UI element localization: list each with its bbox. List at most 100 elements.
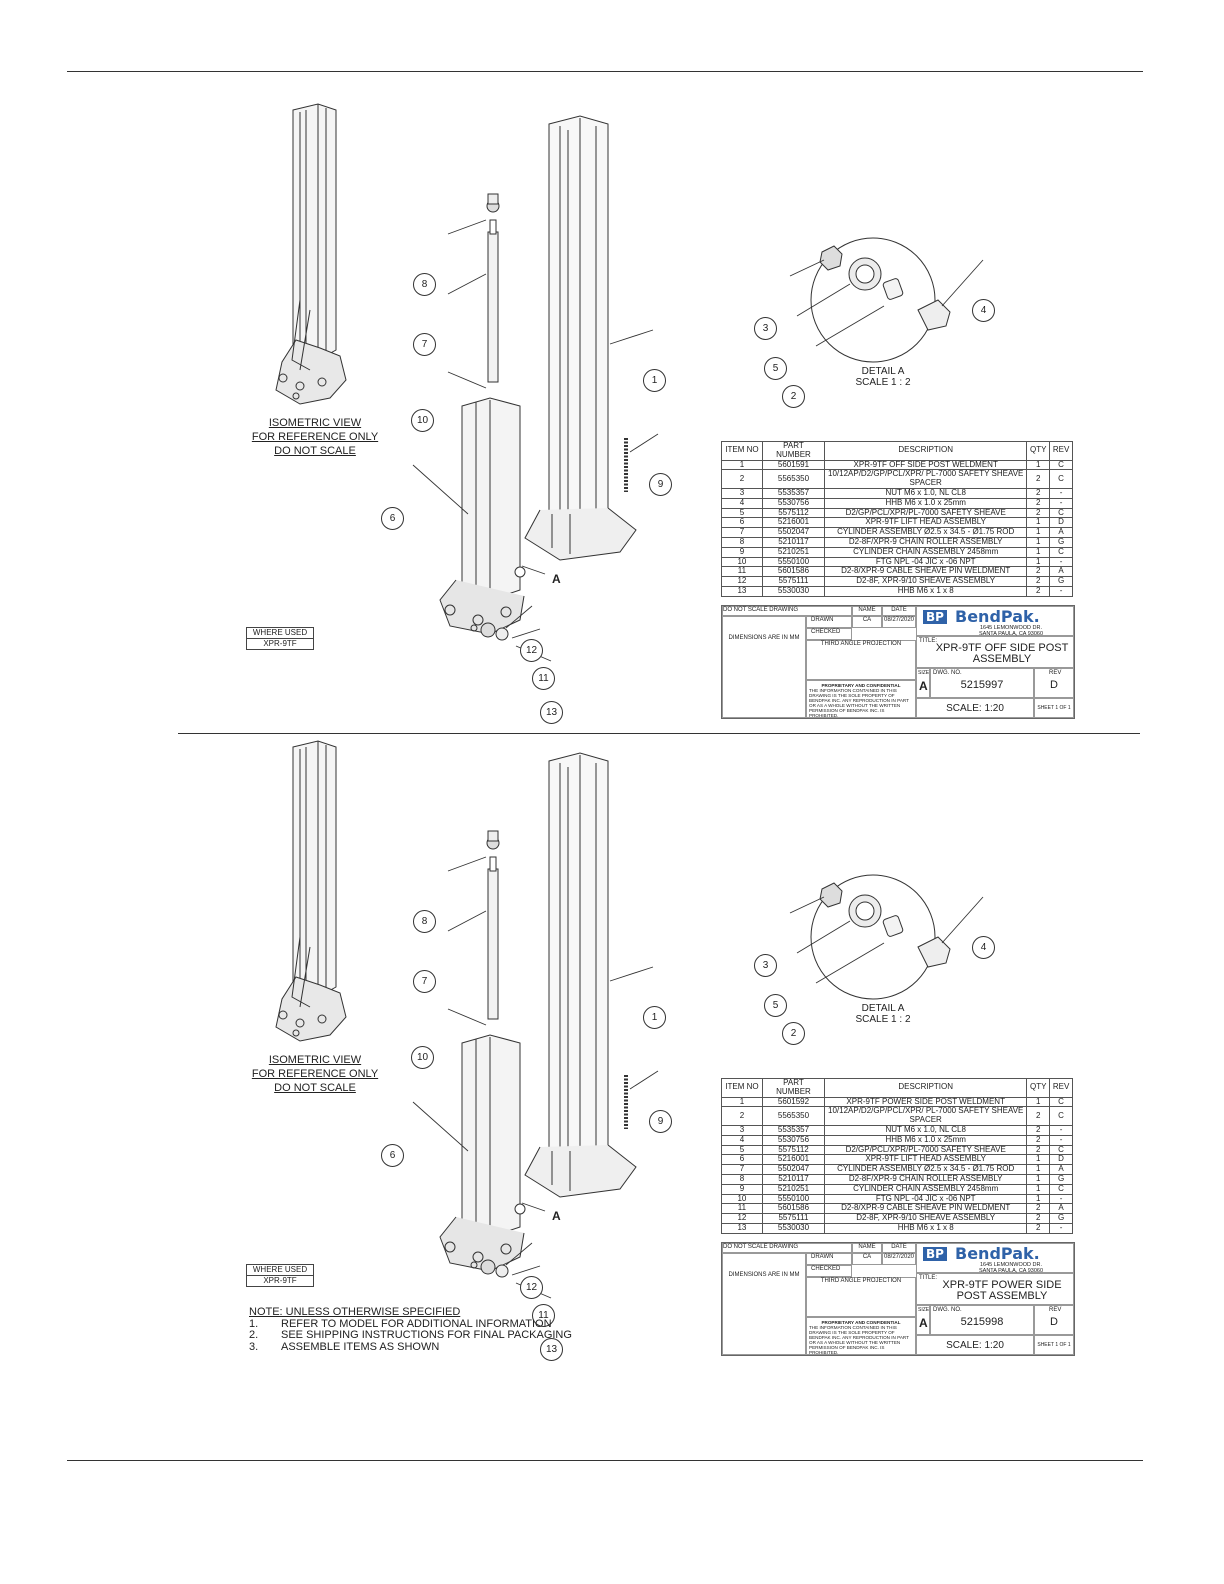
dwg-number: 5215998	[960, 1316, 1004, 1328]
detail-a-label: DETAIL A SCALE 1 : 2	[838, 1003, 928, 1025]
date-header: DATE	[882, 606, 916, 616]
bom-header-description: DESCRIPTION	[824, 1078, 1028, 1098]
callout-4: 4	[972, 299, 995, 322]
proprietary-text: THE INFORMATION CONTAINED IN THIS DRAWIN…	[809, 1325, 909, 1355]
bom-cell: CYLINDER CHAIN ASSEMBLY 2458mm	[824, 546, 1028, 558]
checked-cell: CHECKED	[806, 1265, 852, 1277]
dwg-label: DWG. NO.	[933, 670, 962, 676]
do-not-scale-cell: DO NOT SCALE DRAWING	[722, 606, 852, 616]
note-number: 3.	[249, 1340, 259, 1353]
bom-cell: 5530756	[761, 497, 826, 509]
title-label: TITLE:	[919, 638, 938, 644]
bom-cell: 5601591	[761, 459, 826, 471]
bom-cell: 8	[721, 536, 763, 548]
bom-cell: 5530030	[761, 585, 826, 597]
proprietary-heading: PROPRIETARY AND CONFIDENTIAL	[821, 683, 901, 688]
checked-label: CHECKED	[811, 629, 841, 635]
callout-4: 4	[972, 936, 995, 959]
bom-header-part-number: PART NUMBER	[761, 1078, 826, 1098]
bom-cell: 1	[1026, 459, 1051, 471]
bom-cell: 5601592	[761, 1096, 826, 1108]
bom-cell: 5210117	[761, 1173, 826, 1185]
bom-cell: G	[1049, 536, 1073, 548]
callout-13: 13	[540, 701, 563, 724]
name-header-text: NAME	[858, 607, 876, 613]
note-item: 3.ASSEMBLE ITEMS AS SHOWN	[249, 1340, 572, 1354]
drawn-name-cell: CA	[852, 616, 882, 628]
bom-cell: C	[1049, 1106, 1073, 1126]
bom-cell: -	[1049, 585, 1073, 597]
bom-cell: 9	[721, 546, 763, 558]
bom-cell: 2	[1026, 1124, 1051, 1136]
callout-2: 2	[782, 1022, 805, 1045]
note-text: REFER TO MODEL FOR ADDITIONAL INFORMATIO…	[281, 1317, 552, 1330]
bom-cell: CYLINDER CHAIN ASSEMBLY 2458mm	[824, 1183, 1028, 1195]
sheet-value: SHEET 1 OF 1	[1037, 705, 1071, 711]
date-header-text: DATE	[891, 607, 907, 613]
drawn-label: DRAWN	[811, 617, 834, 623]
size-cell: SIZE A	[916, 1305, 930, 1335]
bom-cell: NUT M6 x 1.0, NL CL8	[824, 487, 1028, 499]
name-header: NAME	[852, 606, 882, 616]
size-label: SIZE	[918, 1307, 930, 1313]
bom-header-item-no: ITEM NO	[721, 441, 763, 461]
name-header: NAME	[852, 1243, 882, 1253]
iso-line-2: FOR REFERENCE ONLY	[251, 431, 379, 443]
checked-label: CHECKED	[811, 1266, 841, 1272]
rev-label: REV	[1049, 1307, 1062, 1313]
post-weldment-drawing	[524, 752, 637, 1198]
bom-cell: 1	[1026, 1096, 1051, 1108]
dwg-number: 5215997	[960, 679, 1004, 691]
bom-cell: 1	[1026, 536, 1051, 548]
note-text: SEE SHIPPING INSTRUCTIONS FOR FINAL PACK…	[281, 1329, 572, 1341]
bom-cell: 5210251	[761, 546, 826, 558]
bom-cell: 5530030	[761, 1222, 826, 1234]
bom-cell: XPR-9TF POWER SIDE POST WELDMENT	[824, 1096, 1028, 1108]
title-block: DO NOT SCALE DRAWING NAME DATE DRAWN CA …	[721, 605, 1075, 719]
callout-10: 10	[411, 409, 434, 432]
callout-11: 11	[532, 667, 555, 690]
drawing-sheet-1: ISOMETRIC VIEW FOR REFERENCE ONLY DO NOT…	[0, 60, 1224, 724]
bom-cell: HHB M6 x 1 x 8	[824, 1222, 1028, 1234]
bom-cell: 4	[721, 497, 763, 509]
assembly-illustration	[275, 740, 984, 1332]
callout-13: 13	[540, 1338, 563, 1361]
checked-cell: CHECKED	[806, 628, 852, 640]
rev-label: REV	[1049, 670, 1062, 676]
size-label: SIZE	[918, 670, 930, 676]
drawn-date: 08/27/2020	[883, 1254, 915, 1260]
bom-cell: 2	[1026, 1106, 1051, 1126]
rev-cell: REV D	[1034, 668, 1074, 698]
bom-cell: -	[1049, 1124, 1073, 1136]
bendpak-logo-text: BendPak.	[955, 607, 1040, 626]
detail-a-drawing	[810, 237, 951, 363]
proprietary-cell: PROPRIETARY AND CONFIDENTIAL THE INFORMA…	[806, 680, 916, 718]
bom-cell: 1	[1026, 1173, 1051, 1185]
dims-cell: DIMENSIONS ARE IN MM	[722, 1253, 806, 1355]
name-header-text: NAME	[858, 1244, 876, 1250]
drawn-date-cell: 08/27/2020	[882, 616, 916, 628]
address: 1645 LEMONWOOD DR. SANTA PAULA, CA 93060	[979, 625, 1043, 637]
bom-cell: 9	[721, 1183, 763, 1195]
detail-a-marker: A	[552, 1209, 561, 1223]
detail-scale: SCALE 1 : 2	[855, 1014, 911, 1025]
bom-header-qty: QTY	[1026, 441, 1051, 461]
top-rule	[67, 71, 1143, 72]
bendpak-logo-mark: BP	[923, 1247, 947, 1261]
projection-label: THIRD ANGLE PROJECTION	[820, 641, 902, 647]
scale-value: SCALE: 1:20	[946, 703, 1004, 714]
iso-line-3: DO NOT SCALE	[274, 445, 356, 457]
notes: NOTE: UNLESS OTHERWISE SPECIFIED 1.REFER…	[249, 1306, 572, 1354]
bom-cell: 2	[1026, 576, 1051, 587]
bom-cell: 5575111	[761, 576, 826, 587]
bom-cell: 1	[721, 459, 763, 471]
callout-1: 1	[643, 369, 666, 392]
